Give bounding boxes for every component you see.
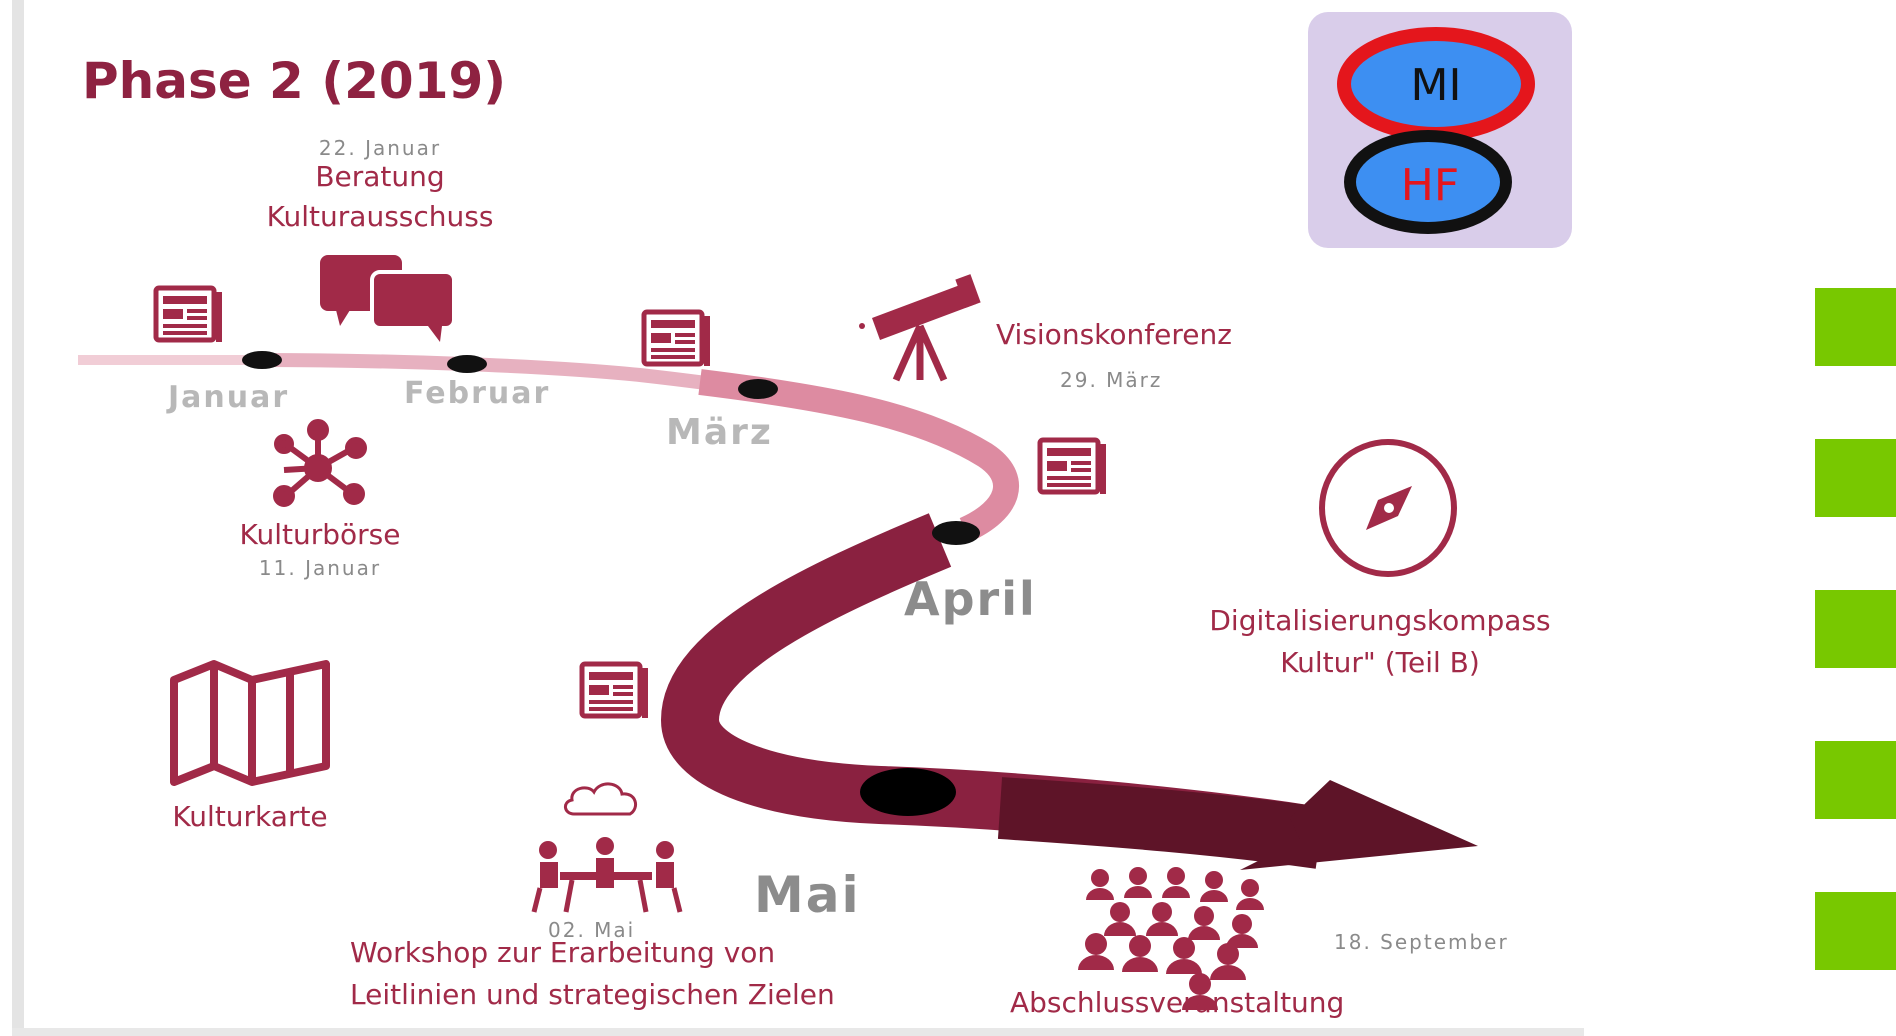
newspaper-icon bbox=[582, 664, 648, 718]
kulturkarte-label: Kulturkarte bbox=[172, 800, 328, 833]
workshop-date: 02. Mai bbox=[548, 918, 636, 942]
slide-bottom-border bbox=[12, 1028, 1584, 1036]
map-icon bbox=[170, 660, 330, 786]
newspaper-icon bbox=[156, 288, 222, 342]
road-darkest bbox=[997, 777, 1325, 869]
workshop-label-1: Workshop zur Erarbeitung von bbox=[350, 936, 776, 969]
timeline-graphic bbox=[78, 255, 1478, 1010]
green-square bbox=[1815, 590, 1896, 668]
milestone-dot bbox=[447, 355, 487, 373]
road-pink bbox=[698, 369, 1019, 542]
slide: MI HF Phase 2 (2019) 22. Januar Beratung… bbox=[12, 0, 1584, 1036]
logo-top-text: MI bbox=[1411, 60, 1462, 111]
green-square bbox=[1815, 439, 1896, 517]
visionskonferenz-label: Visionskonferenz bbox=[996, 318, 1232, 351]
beratung-date: 22. Januar bbox=[318, 136, 442, 160]
beratung-label-1: Beratung bbox=[315, 160, 445, 193]
milestone-dot bbox=[860, 768, 956, 816]
abschluss-date: 18. September bbox=[1334, 930, 1509, 954]
arrow-head bbox=[1240, 780, 1478, 870]
compass-icon bbox=[1319, 439, 1457, 577]
mihf-logo: MI HF bbox=[1308, 12, 1572, 248]
newspaper-icon bbox=[1040, 440, 1106, 494]
meeting-icon bbox=[531, 782, 683, 913]
visionskonferenz-date: 29. März bbox=[1060, 368, 1163, 392]
green-square bbox=[1815, 288, 1896, 366]
milestone-dot bbox=[738, 379, 778, 399]
kompass-label-1: Digitalisierungskompass bbox=[1209, 604, 1551, 637]
kulturboerse-label: Kulturbörse bbox=[239, 518, 401, 551]
milestone-dot bbox=[932, 521, 980, 545]
milestone-dot bbox=[242, 351, 282, 369]
green-square bbox=[1815, 741, 1896, 819]
network-icon bbox=[273, 419, 367, 507]
kompass-label-2: Kultur" (Teil B) bbox=[1280, 646, 1480, 679]
slide-left-border bbox=[12, 0, 24, 1036]
beratung-label-2: Kulturausschuss bbox=[266, 200, 494, 233]
speech-bubbles-icon bbox=[320, 255, 456, 342]
kulturboerse-date: 11. Januar bbox=[258, 556, 382, 580]
month-mai: Mai bbox=[754, 866, 861, 924]
month-januar: Januar bbox=[168, 380, 290, 415]
abschluss-label: Abschlussveranstaltung bbox=[1010, 986, 1345, 1019]
page-title: Phase 2 (2019) bbox=[82, 52, 507, 110]
month-april: April bbox=[904, 572, 1037, 626]
telescope-icon bbox=[859, 274, 981, 382]
month-maerz: März bbox=[666, 412, 773, 453]
logo-bottom-text: HF bbox=[1401, 160, 1459, 211]
green-square bbox=[1815, 892, 1896, 970]
workshop-label-2: Leitlinien und strategischen Zielen bbox=[350, 978, 835, 1011]
month-februar: Februar bbox=[404, 376, 551, 411]
newspaper-icon bbox=[644, 312, 710, 366]
crowd-icon bbox=[1078, 867, 1264, 1010]
